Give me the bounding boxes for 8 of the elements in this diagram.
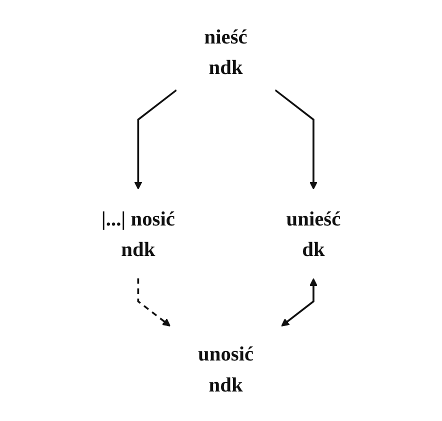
node-text: |...| nosić ndk xyxy=(101,206,175,261)
node-text: unosić ndk xyxy=(198,342,254,396)
node-text: nieść ndk xyxy=(204,25,248,79)
node-text: unieść dk xyxy=(286,206,341,261)
arrow xyxy=(274,89,318,190)
arrow xyxy=(137,278,171,326)
arrow xyxy=(281,278,318,326)
arrow xyxy=(134,89,177,190)
